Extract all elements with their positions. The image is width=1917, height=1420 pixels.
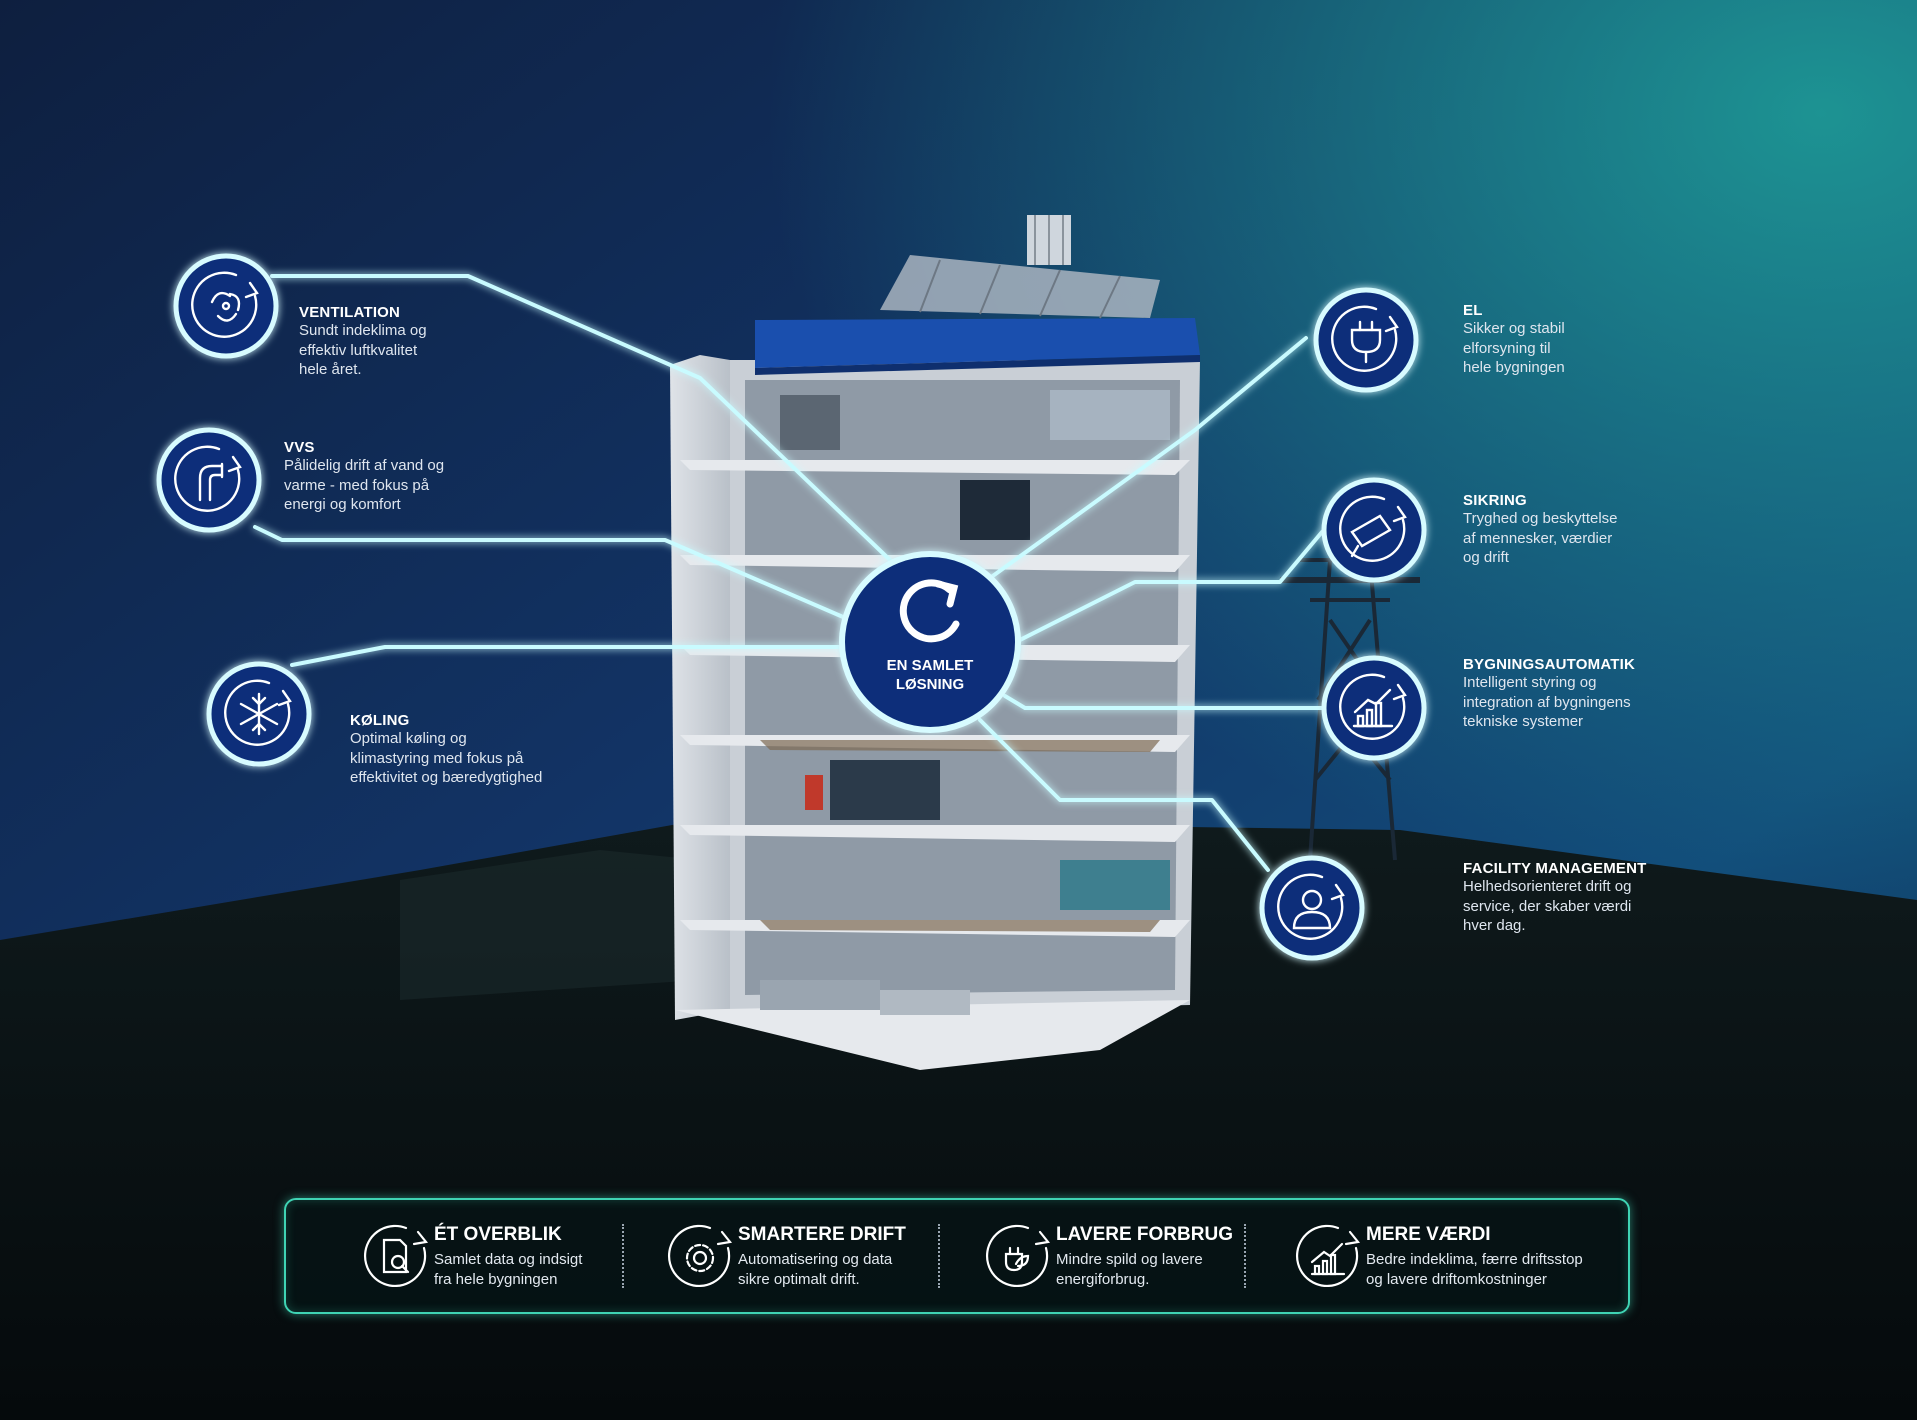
benefits-bar: ÉT OVERBLIK Samlet data og indsigt fra h… — [284, 1198, 1630, 1314]
document-search-icon — [363, 1224, 429, 1287]
center-label: EN SAMLET LØSNING — [886, 657, 974, 693]
chart-icon — [1295, 1224, 1361, 1287]
benefit-desc: Bedre indeklima, færre driftsstop og lav… — [1366, 1251, 1583, 1288]
service-facility-management: FACILITY MANAGEMENT Helhedsorienteret dr… — [1463, 860, 1647, 936]
service-title: BYGNINGSAUTOMATIK — [1463, 656, 1636, 673]
service-title: VVS — [284, 439, 315, 456]
service-desc: Optimal køling og klimastyring med fokus… — [350, 730, 543, 786]
service-title: EL — [1463, 302, 1483, 319]
service-desc: Pålidelig drift af vand og varme - med f… — [284, 457, 445, 513]
divider — [938, 1224, 940, 1288]
service-koling: KØLING Optimal køling og klimastyring me… — [350, 712, 542, 788]
refresh-icon — [899, 579, 960, 643]
service-title: FACILITY MANAGEMENT — [1463, 860, 1647, 877]
connector-lines — [253, 274, 1324, 872]
divider — [622, 1224, 624, 1288]
service-sikring: SIKRING Tryghed og beskyttelse af mennes… — [1463, 492, 1618, 568]
service-title: KØLING — [350, 712, 410, 729]
person-icon — [1277, 873, 1345, 940]
plug-icon — [1331, 305, 1399, 372]
benefit-desc: Samlet data og indsigt fra hele bygninge… — [434, 1251, 583, 1288]
benefit-overblik: ÉT OVERBLIK Samlet data og indsigt fra h… — [336, 1200, 606, 1312]
service-vvs: VVS Pålidelig drift af vand og varme - m… — [284, 439, 444, 515]
service-title: SIKRING — [1463, 492, 1527, 509]
benefit-lavere-forbrug: LAVERE FORBRUG Mindre spild og lavere en… — [958, 1200, 1233, 1312]
camera-icon — [1339, 495, 1407, 562]
chart-icon — [1339, 673, 1407, 740]
service-ventilation: VENTILATION Sundt indeklima og effektiv … — [299, 304, 427, 380]
service-bygningsautomatik: BYGNINGSAUTOMATIK Intelligent styring og… — [1463, 656, 1635, 732]
gear-icon — [667, 1224, 733, 1287]
service-desc: Sikker og stabil elforsyning til hele by… — [1463, 320, 1565, 376]
service-desc: Intelligent styring og integration af by… — [1463, 674, 1631, 730]
fan-icon — [191, 271, 259, 338]
benefit-desc: Mindre spild og lavere energiforbrug. — [1056, 1251, 1203, 1288]
benefit-title: MERE VÆRDI — [1366, 1224, 1491, 1245]
pipe-icon — [174, 445, 242, 512]
service-el: EL Sikker og stabil elforsyning til hele… — [1463, 302, 1565, 378]
service-desc: Tryghed og beskyttelse af mennesker, vær… — [1463, 510, 1618, 566]
service-desc: Sundt indeklima og effektiv luftkvalitet… — [299, 322, 427, 378]
benefit-title: SMARTERE DRIFT — [738, 1224, 906, 1245]
benefit-title: ÉT OVERBLIK — [434, 1224, 562, 1245]
benefit-title: LAVERE FORBRUG — [1056, 1224, 1233, 1245]
benefit-mere-vaerdi: MERE VÆRDI Bedre indeklima, færre drifts… — [1268, 1200, 1608, 1312]
plug-leaf-icon — [985, 1224, 1051, 1287]
divider — [1244, 1224, 1246, 1288]
service-title: VENTILATION — [299, 304, 401, 321]
snowflake-icon — [224, 679, 292, 746]
benefit-desc: Automatisering og data sikre optimalt dr… — [738, 1251, 893, 1288]
service-desc: Helhedsorienteret drift og service, der … — [1463, 878, 1632, 934]
benefit-smartere-drift: SMARTERE DRIFT Automatisering og data si… — [640, 1200, 910, 1312]
